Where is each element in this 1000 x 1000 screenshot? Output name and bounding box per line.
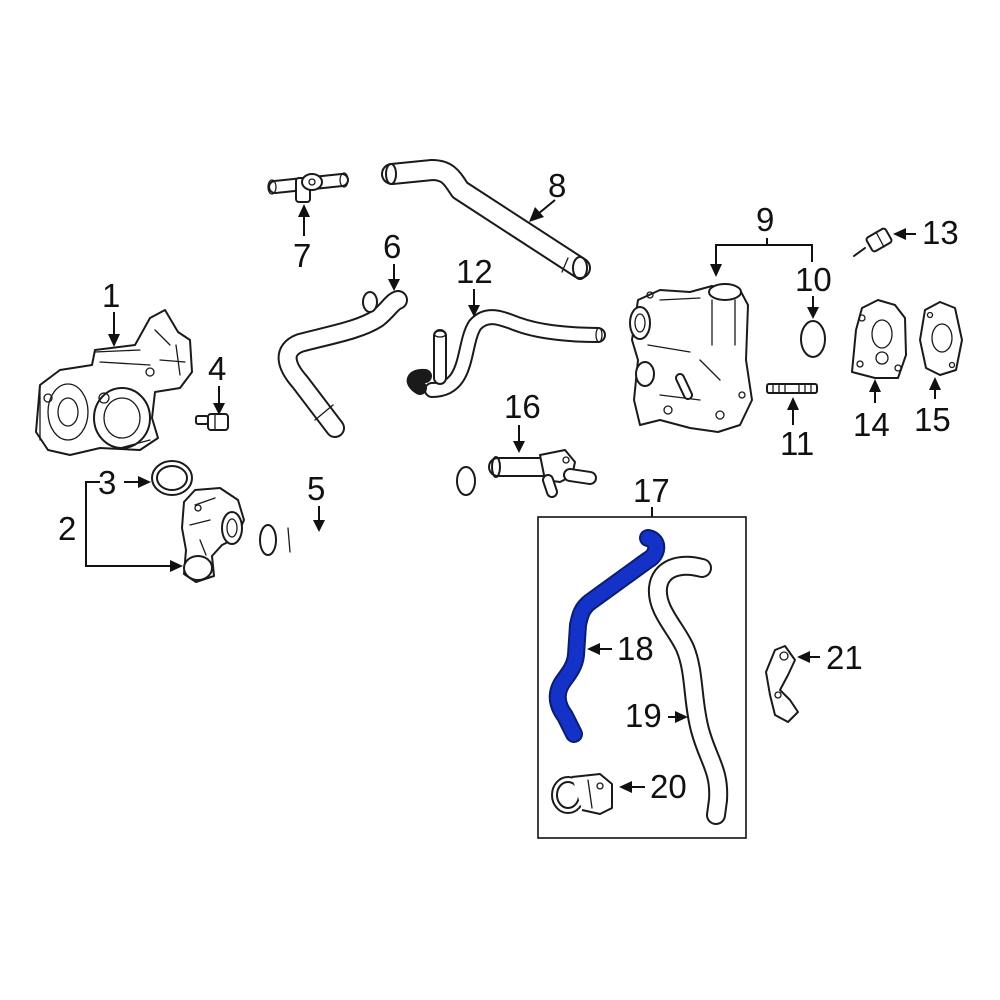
callout-label-2: 2 xyxy=(58,510,76,547)
callout-1: 1 xyxy=(102,277,120,347)
stud[interactable] xyxy=(766,383,818,394)
hose-kit-box xyxy=(537,516,747,839)
callout-21: 21 xyxy=(797,639,863,676)
water-pump-housing[interactable] xyxy=(35,309,193,456)
coolant-pipe[interactable] xyxy=(381,159,591,280)
radiator-hose[interactable] xyxy=(254,466,479,591)
highlighted-hose[interactable] xyxy=(548,529,666,743)
callout-13: 13 xyxy=(893,214,959,251)
gasket[interactable] xyxy=(919,301,963,376)
callout-label-15: 15 xyxy=(914,401,951,438)
callout-label-21: 21 xyxy=(826,639,863,676)
callout-17: 17 xyxy=(633,472,670,517)
callout-6: 6 xyxy=(383,228,401,291)
callout-label-6: 6 xyxy=(383,228,401,265)
callout-12: 12 xyxy=(456,253,493,317)
callout-label-13: 13 xyxy=(922,214,959,251)
callout-16: 16 xyxy=(504,388,541,453)
callout-label-5: 5 xyxy=(307,470,325,507)
callout-label-8: 8 xyxy=(548,167,566,204)
callout-label-19: 19 xyxy=(625,697,662,734)
water-outlet-fitting[interactable] xyxy=(488,449,597,498)
callout-label-9: 9 xyxy=(756,201,774,238)
callout-label-16: 16 xyxy=(504,388,541,425)
callout-2: 2 xyxy=(58,481,183,572)
callout-label-3: 3 xyxy=(98,464,116,501)
callout-label-7: 7 xyxy=(293,237,311,274)
callout-label-14: 14 xyxy=(853,406,890,443)
callout-label-10: 10 xyxy=(795,261,832,298)
outlet-housing[interactable] xyxy=(629,283,753,433)
bypass-hose[interactable] xyxy=(277,290,408,438)
callout-14: 14 xyxy=(853,379,890,443)
callout-label-1: 1 xyxy=(102,277,120,314)
thermostat-seal[interactable] xyxy=(151,460,193,496)
sensor-plug[interactable] xyxy=(853,227,893,257)
heater-hose[interactable] xyxy=(406,309,606,398)
callout-3: 3 xyxy=(98,464,151,501)
callout-19: 19 xyxy=(625,697,688,734)
callout-10: 10 xyxy=(795,261,832,319)
callout-label-17: 17 xyxy=(633,472,670,509)
callout-9: 9 xyxy=(710,201,813,277)
callout-label-18: 18 xyxy=(617,630,654,667)
callout-5: 5 xyxy=(307,470,325,532)
callout-18: 18 xyxy=(587,630,654,667)
flange-plate[interactable] xyxy=(851,299,907,379)
temperature-sensor[interactable] xyxy=(195,413,229,431)
callout-4: 4 xyxy=(208,350,226,415)
callout-label-11: 11 xyxy=(780,425,814,462)
coolant-hose[interactable] xyxy=(647,555,729,825)
hose-bracket[interactable] xyxy=(765,645,799,723)
o-ring[interactable] xyxy=(800,320,826,358)
callout-15: 15 xyxy=(914,377,951,438)
callout-label-12: 12 xyxy=(456,253,493,290)
thermostat-housing[interactable] xyxy=(181,487,245,583)
callout-20: 20 xyxy=(619,768,687,805)
hose-clamp[interactable] xyxy=(551,773,613,815)
callout-label-20: 20 xyxy=(650,768,687,805)
callout-label-4: 4 xyxy=(208,350,226,387)
tee-connector[interactable] xyxy=(267,172,349,203)
callout-11: 11 xyxy=(780,397,814,462)
callout-7: 7 xyxy=(293,204,311,274)
callout-8: 8 xyxy=(529,167,566,222)
